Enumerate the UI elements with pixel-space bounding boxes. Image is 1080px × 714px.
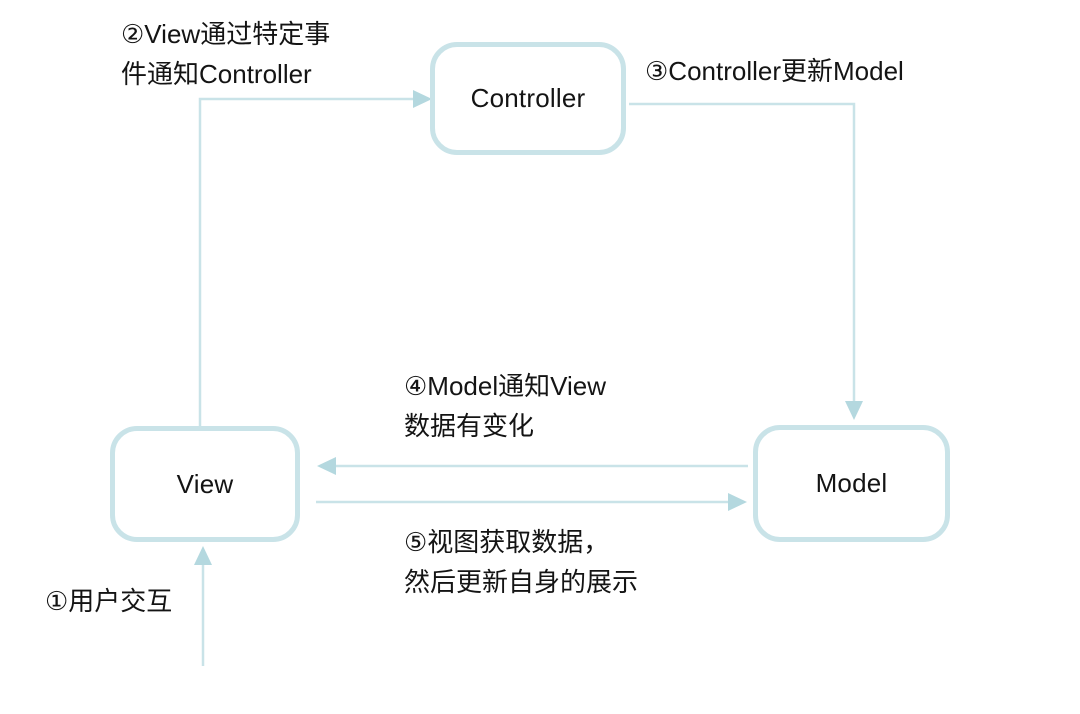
arrow-user-to-view [194,546,212,666]
controller-node: Controller [430,42,626,155]
model-node: Model [753,425,950,542]
arrow-model-to-view [317,457,748,475]
annotation-step2-view-notifies-controller: ②View通过特定事 件通知Controller [121,19,331,89]
annotation-step4-model-notifies-view: ④Model通知View 数据有变化 [404,371,607,441]
arrow-view-to-model [316,493,747,511]
arrow-view-to-controller [198,90,432,426]
view-node: View [110,426,300,542]
view-node-label: View [176,468,234,499]
annotation-step1-user-interaction: ①用户交互 [45,586,173,616]
controller-node-label: Controller [470,83,586,113]
annotation-step3-controller-updates-model: ③Controller更新Model [645,56,904,86]
annotation-step5-view-fetches-data: ⑤视图获取数据， 然后更新自身的展示 [404,527,639,597]
arrow-controller-to-model [629,102,863,420]
model-node-label: Model [815,468,888,498]
